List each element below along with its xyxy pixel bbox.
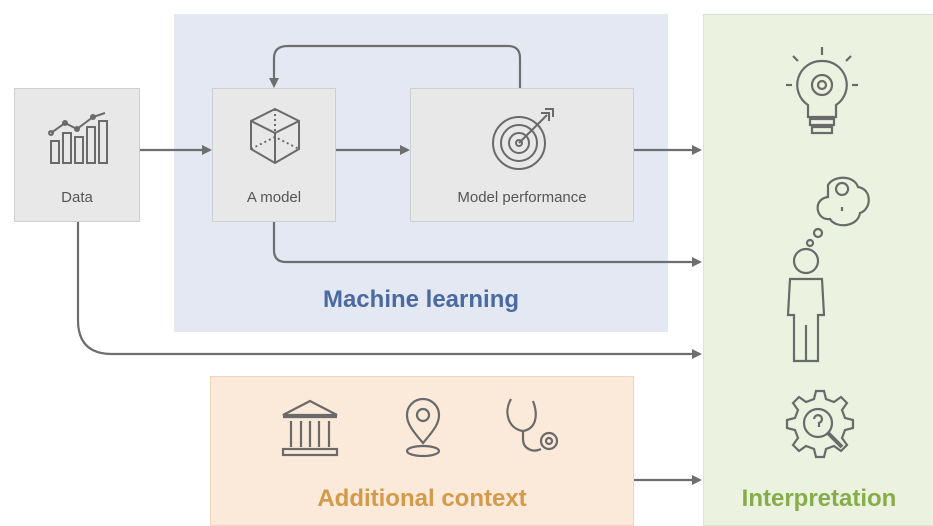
interpretation-title: Interpretation	[741, 485, 897, 512]
data-box: Data	[14, 88, 140, 222]
data-label: Data	[61, 189, 93, 206]
location-pin-icon	[405, 397, 441, 458]
bank-building-icon	[281, 399, 339, 457]
model-performance-box: Model performance	[410, 88, 634, 222]
interpretation-panel: Interpretation	[703, 14, 933, 526]
model-label: A model	[246, 189, 302, 206]
bar-chart-trend-icon	[48, 112, 108, 164]
lightbulb-gear-icon	[786, 47, 858, 135]
machine-learning-title: Machine learning	[322, 286, 520, 313]
model-box: A model	[212, 88, 336, 222]
additional-context-panel: Additional context	[210, 376, 634, 526]
additional-context-title: Additional context	[317, 485, 527, 512]
target-icon	[492, 108, 554, 170]
stethoscope-icon	[506, 398, 559, 452]
cube-icon	[250, 107, 300, 165]
model-performance-label: Model performance	[457, 189, 587, 206]
person-thinking-icon	[786, 176, 870, 363]
gear-search-icon	[785, 389, 855, 459]
